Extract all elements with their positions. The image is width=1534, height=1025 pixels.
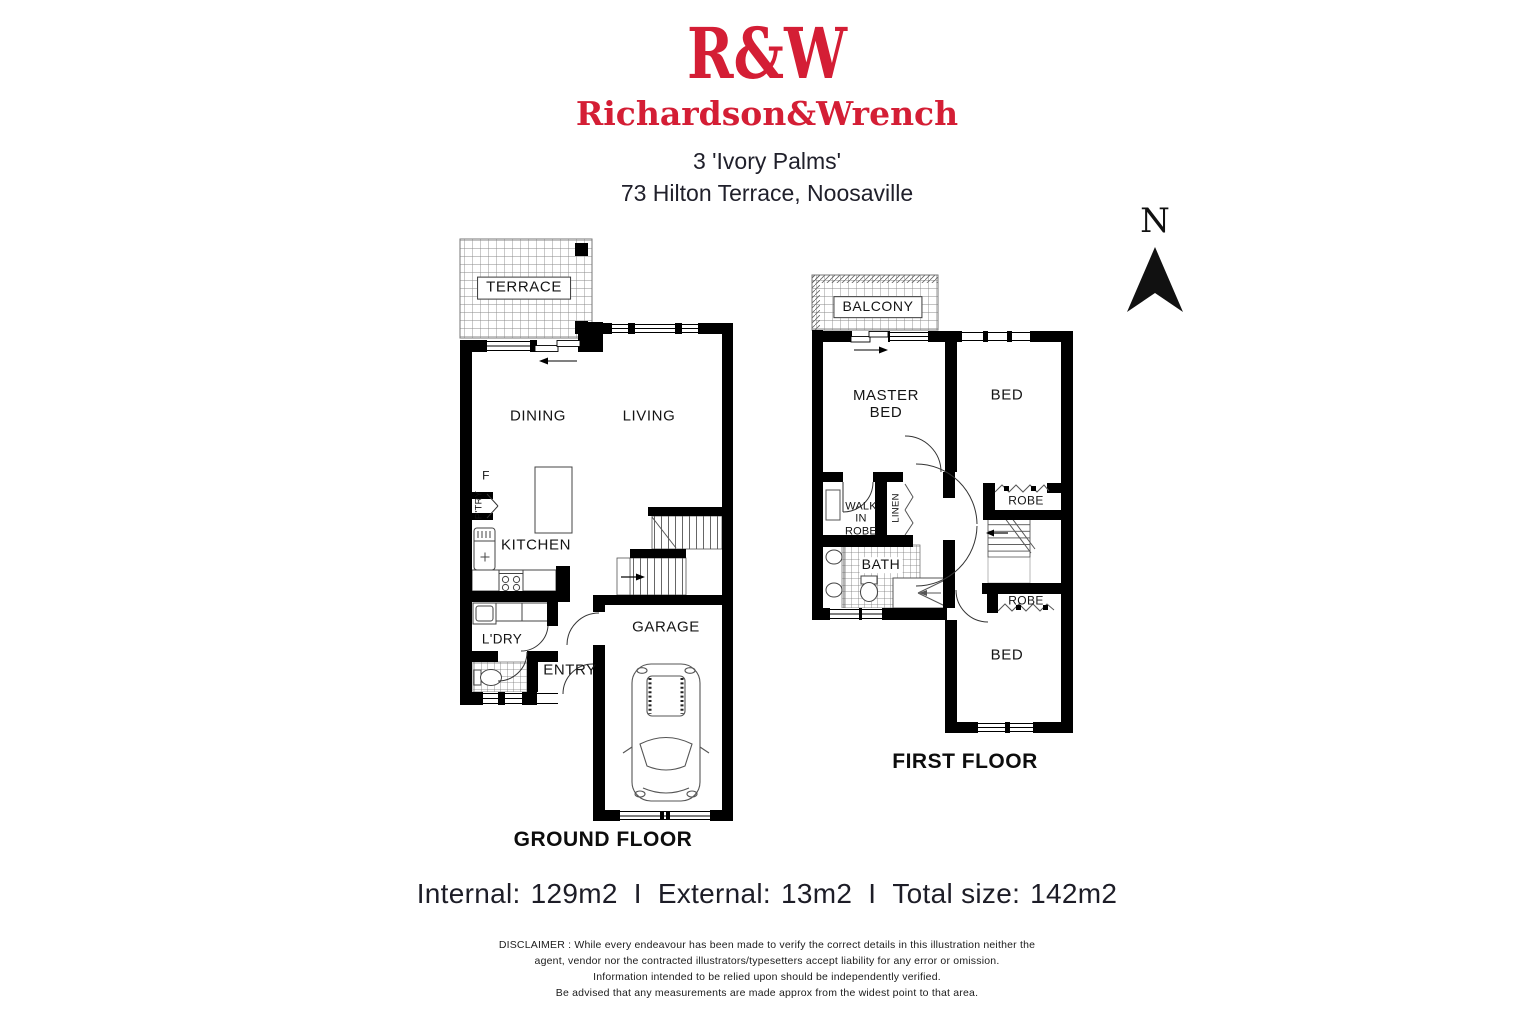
ground-walls bbox=[460, 322, 733, 821]
label-bed-bottom: BED bbox=[990, 646, 1024, 664]
label-laundry: L'DRY bbox=[481, 631, 523, 647]
area-summary: Internal: 129m2 I External: 13m2 I Total size:… bbox=[0, 878, 1534, 910]
label-walk-in-robe: WALK IN ROBE bbox=[845, 500, 877, 538]
label-pantry: P'TRY bbox=[473, 490, 485, 520]
disclaimer-line: DISCLAIMER : While every endeavour has b… bbox=[498, 939, 1036, 951]
ground-floor-plan bbox=[459, 238, 733, 821]
label-living: LIVING bbox=[622, 407, 676, 425]
ground-floor-title: GROUND FLOOR bbox=[513, 828, 693, 852]
ground-doors bbox=[486, 493, 600, 695]
label-entry: ENTRY bbox=[543, 661, 597, 679]
first-floor-title: FIRST FLOOR bbox=[892, 750, 1038, 774]
ground-windows bbox=[483, 323, 710, 821]
disclaimer: DISCLAIMER : While every endeavour has b… bbox=[0, 937, 1534, 1001]
label-bath: BATH bbox=[859, 556, 903, 573]
separator: I bbox=[633, 878, 642, 909]
car-icon bbox=[622, 663, 710, 802]
wc-fixtures bbox=[472, 661, 528, 693]
laundry-fixtures bbox=[472, 602, 549, 625]
property-address: 73 Hilton Terrace, Noosaville bbox=[620, 180, 914, 206]
label-balcony: BALCONY bbox=[833, 296, 923, 318]
label-master-bed: MASTER BED bbox=[852, 387, 920, 421]
brand-name: Richardson&Wrench bbox=[575, 94, 959, 133]
label-kitchen: KITCHEN bbox=[500, 536, 572, 554]
internal-value: 129m2 bbox=[530, 878, 618, 909]
disclaimer-line: Information intended to be relied upon s… bbox=[593, 971, 941, 983]
north-label: N bbox=[1140, 201, 1170, 241]
internal-label: Internal: bbox=[416, 878, 521, 909]
label-terrace: TERRACE bbox=[477, 276, 571, 300]
first-stairs bbox=[986, 516, 1036, 584]
label-fridge: F bbox=[482, 468, 490, 483]
total-value: 142m2 bbox=[1030, 878, 1118, 909]
separator: I bbox=[868, 878, 877, 909]
label-robe-bottom: ROBE bbox=[1008, 593, 1044, 608]
disclaimer-line: Be advised that any measurements are mad… bbox=[555, 987, 979, 999]
external-label: External: bbox=[657, 878, 772, 909]
label-garage: GARAGE bbox=[632, 618, 700, 636]
brand-logo: R&W bbox=[687, 12, 847, 95]
property-name: 3 'Ivory Palms' bbox=[692, 148, 842, 174]
first-windows bbox=[830, 331, 1033, 733]
north-arrow-icon bbox=[1127, 247, 1183, 312]
ground-stairs bbox=[616, 515, 723, 596]
robe-rails bbox=[904, 483, 1055, 612]
first-floor-plan bbox=[811, 274, 1073, 733]
label-bed-top: BED bbox=[990, 386, 1024, 404]
label-robe-top: ROBE bbox=[1008, 493, 1044, 508]
bath-fixtures bbox=[825, 489, 946, 609]
label-linen: LINEN bbox=[890, 493, 902, 523]
disclaimer-line: agent, vendor nor the contracted illustr… bbox=[534, 955, 1000, 967]
external-value: 13m2 bbox=[781, 878, 853, 909]
first-doors bbox=[842, 435, 989, 623]
total-label: Total size: bbox=[892, 878, 1021, 909]
label-dining: DINING bbox=[509, 407, 567, 425]
first-walls bbox=[812, 330, 1073, 733]
